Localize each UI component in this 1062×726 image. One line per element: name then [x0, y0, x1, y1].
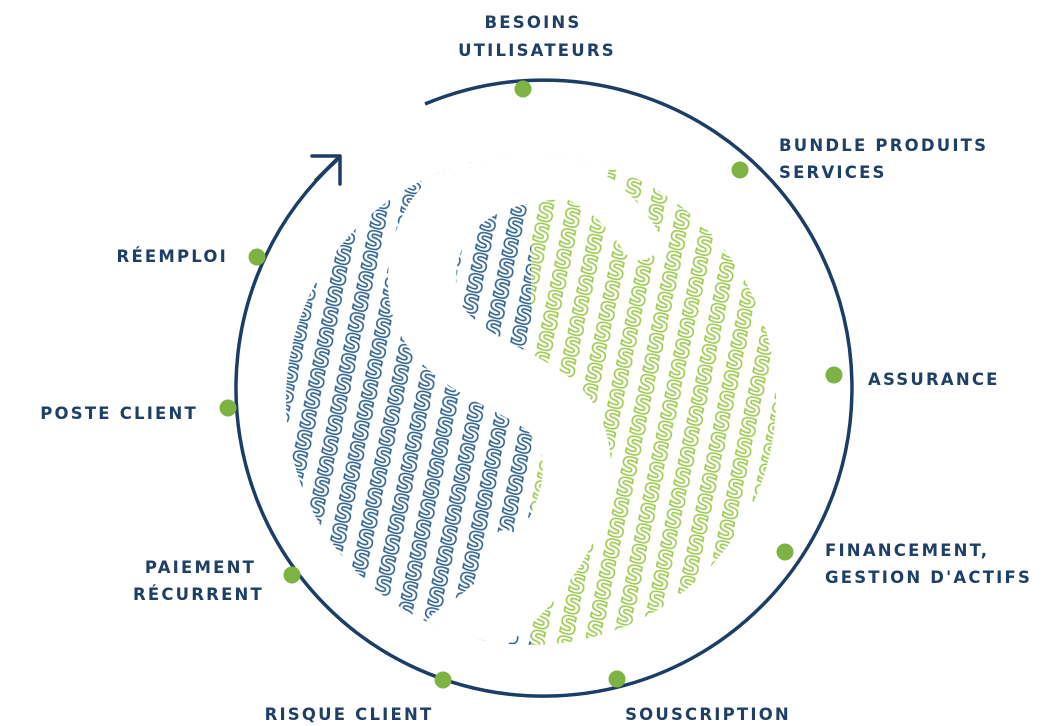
- label-besoins: BESOINS UTILISATEURS: [458, 13, 616, 60]
- emblem-s-stroke-upper: [475, 155, 660, 260]
- node-assurance: [825, 366, 843, 384]
- node-paiement: [283, 566, 301, 584]
- node-reemploi: [248, 248, 266, 266]
- cycle-arrow-icon: [310, 154, 342, 186]
- node-besoins: [514, 80, 532, 98]
- label-assurance: ASSURANCE: [868, 370, 1000, 389]
- node-souscription: [608, 670, 626, 688]
- ring-nodes: [219, 80, 843, 689]
- label-paiement: PAIEMENT RÉCURRENT: [133, 558, 264, 604]
- label-souscription: SOUSCRIPTION: [625, 705, 791, 724]
- label-reemploi: RÉEMPLOI: [117, 247, 228, 266]
- cycle-ring: [234, 78, 854, 698]
- emblem-s-stroke-lower: [440, 530, 520, 645]
- label-financement: FINANCEMENT, GESTION D'ACTIFS: [825, 541, 1032, 587]
- node-risque: [434, 671, 452, 689]
- node-poste: [219, 399, 237, 417]
- label-risque: RISQUE CLIENT: [265, 705, 434, 724]
- node-financement: [776, 543, 794, 561]
- center-emblem: [286, 155, 776, 645]
- emblem-s-stroke: [388, 155, 611, 645]
- node-bundle: [731, 161, 749, 179]
- label-bundle: BUNDLE PRODUITS SERVICES: [779, 136, 996, 182]
- label-poste: POSTE CLIENT: [40, 404, 198, 423]
